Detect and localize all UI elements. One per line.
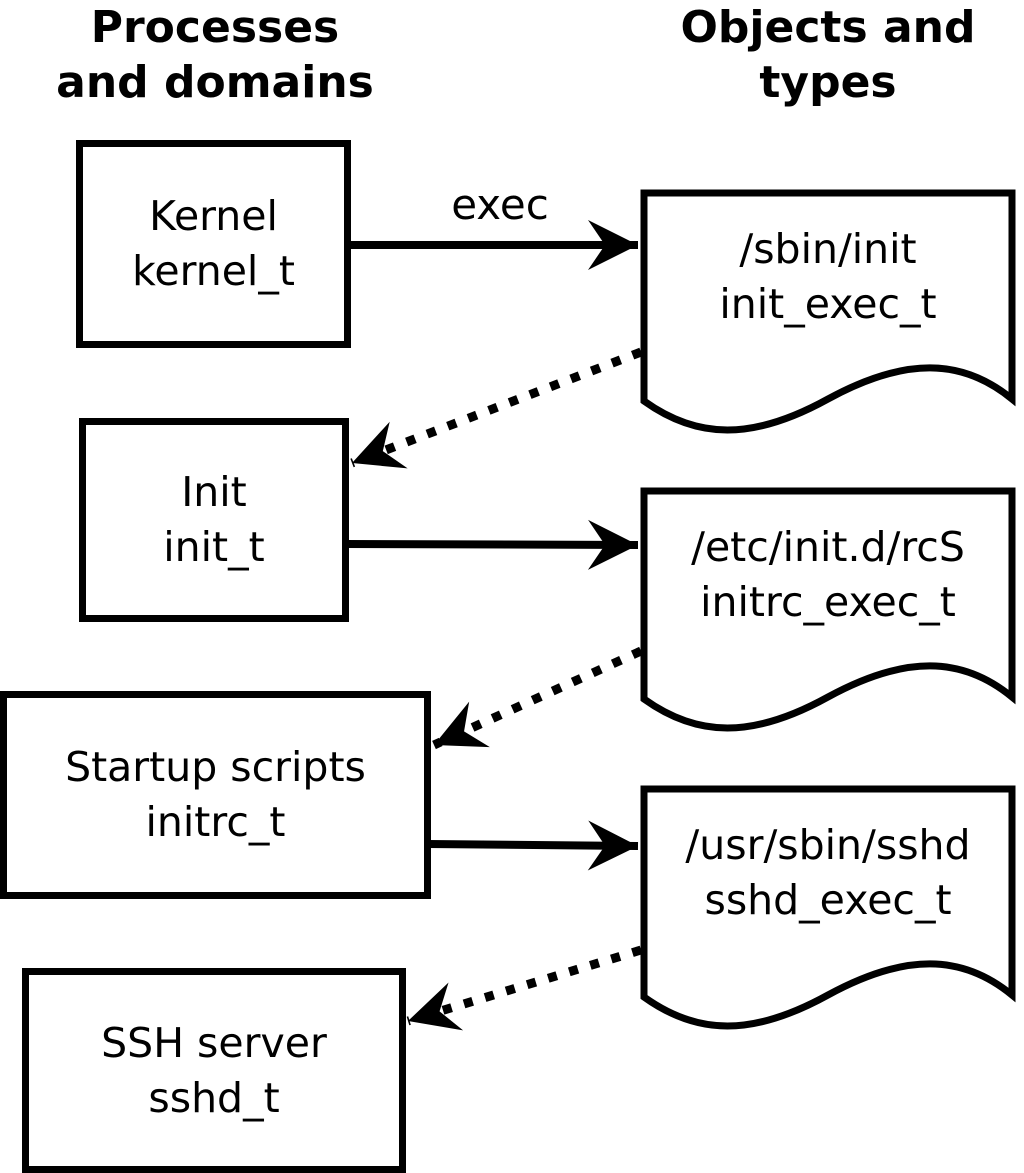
object-path: /etc/init.d/rcS <box>691 523 965 571</box>
process-domain: init_t <box>163 523 265 571</box>
process-box-startup-scripts-label: Startup scripts initrc_t <box>0 691 431 899</box>
process-box-ssh-server <box>22 968 406 1173</box>
object-doc-sbin-init-label: /sbin/init init_exec_t <box>644 193 1012 361</box>
process-domain: kernel_t <box>132 247 295 295</box>
left-header-line2: and domains <box>56 57 374 108</box>
left-header-line1: Processes <box>90 2 340 53</box>
process-name: Init <box>181 468 247 516</box>
process-domain: sshd_t <box>148 1073 280 1122</box>
process-name: Kernel <box>149 192 278 240</box>
document-shape-etc-initd-rcs <box>640 487 1016 732</box>
transition-arrow-sbin-init-to-init <box>350 347 643 469</box>
document-shape-sbin-init <box>640 189 1016 434</box>
object-path: /sbin/init <box>739 225 917 273</box>
right-column-header: Objects and types <box>632 0 1024 110</box>
transition-arrow-rcs-to-initrc <box>432 646 643 750</box>
process-box-kernel-label: Kernel kernel_t <box>76 140 351 348</box>
object-type: init_exec_t <box>719 280 937 328</box>
document-shape-usr-sbin-sshd <box>640 785 1016 1030</box>
process-name: SSH server <box>101 1018 327 1067</box>
exec-arrow-init-to-rcs <box>345 519 639 570</box>
right-header-line2: types <box>759 57 897 108</box>
process-name: Startup scripts <box>65 743 366 791</box>
object-type: sshd_exec_t <box>704 876 952 924</box>
process-box-ssh-server-label: SSH server sshd_t <box>22 968 406 1173</box>
exec-arrow-initrc-to-sshd <box>427 820 639 871</box>
process-box-init <box>79 418 349 622</box>
object-doc-etc-initd-rcs-label: /etc/init.d/rcS initrc_exec_t <box>644 491 1012 659</box>
object-doc-usr-sbin-sshd-label: /usr/sbin/sshd sshd_exec_t <box>644 789 1012 957</box>
object-type: initrc_exec_t <box>700 578 956 626</box>
process-domain: initrc_t <box>145 798 286 846</box>
process-box-startup-scripts <box>0 691 431 899</box>
transition-arrow-sshd-exec-to-sshd <box>406 945 643 1031</box>
process-box-init-label: Init init_t <box>79 418 349 622</box>
right-header-line1: Objects and <box>680 2 976 53</box>
process-box-kernel <box>76 140 351 348</box>
exec-arrow-label: exec <box>451 180 549 229</box>
left-column-header: Processes and domains <box>15 0 415 110</box>
object-path: /usr/sbin/sshd <box>685 821 971 869</box>
